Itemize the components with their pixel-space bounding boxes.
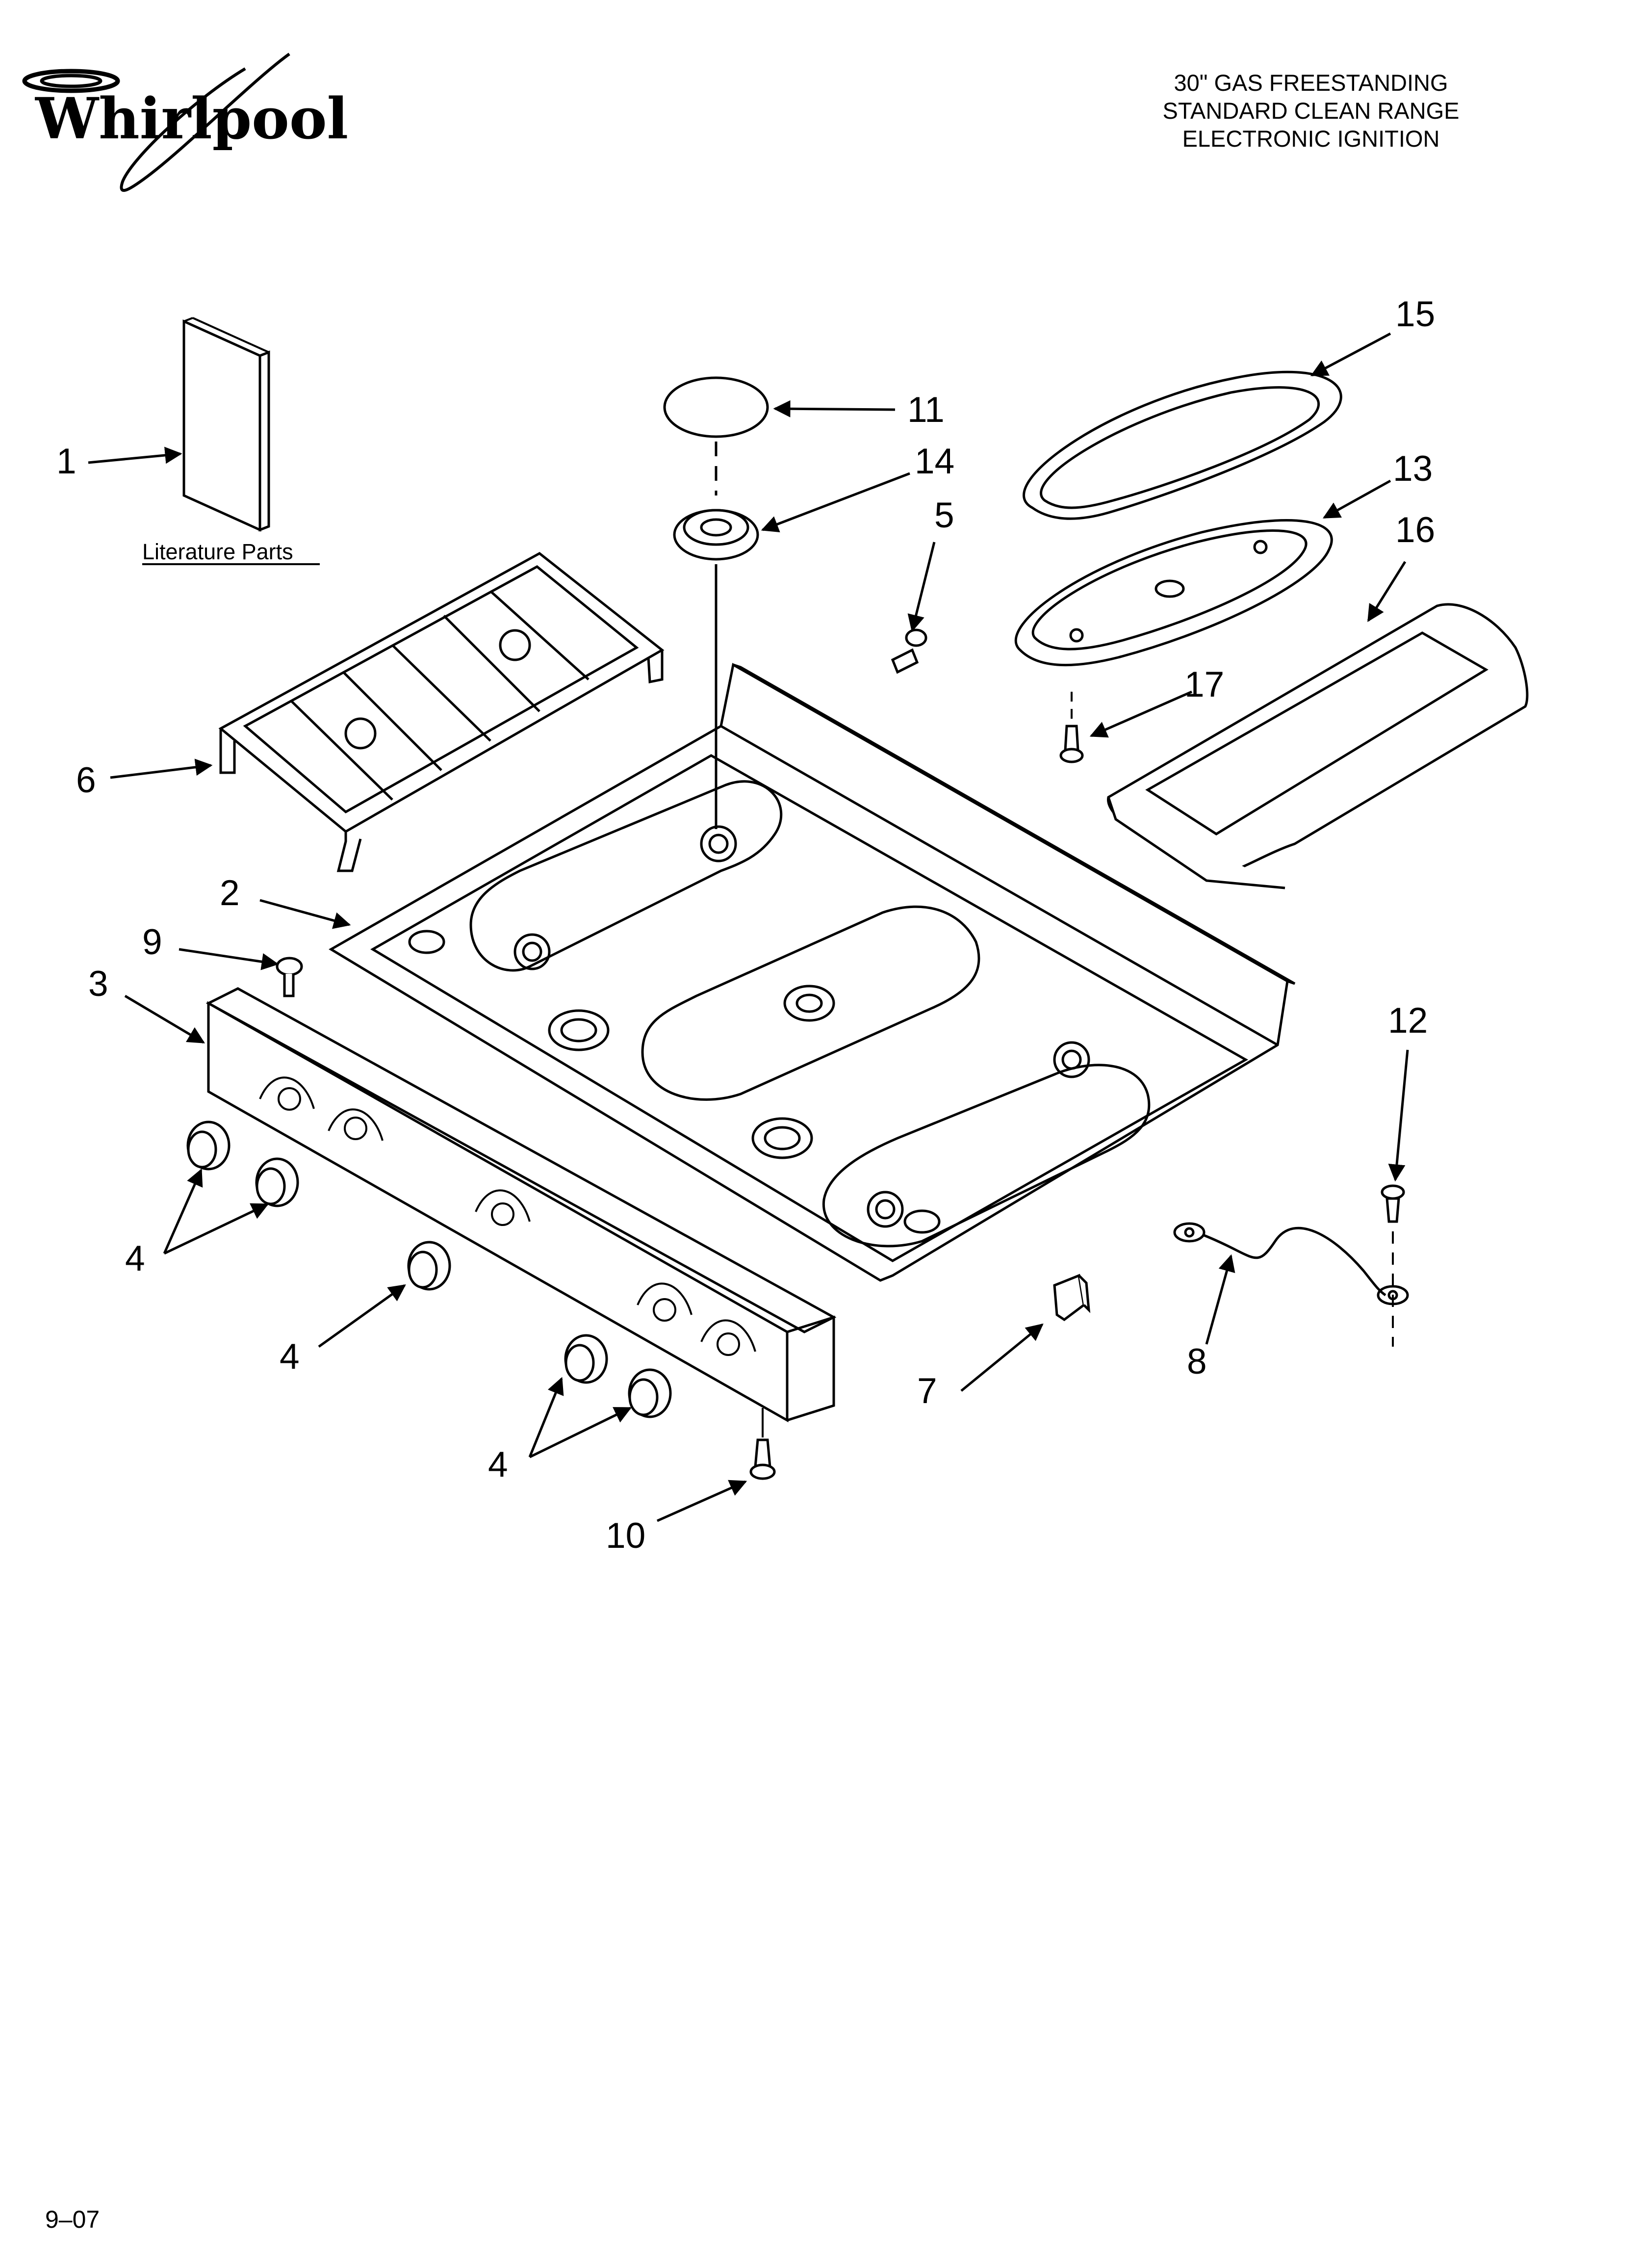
callout-7: 7 — [917, 1371, 937, 1411]
date-code: 9–07 — [45, 2206, 100, 2233]
callout-13: 13 — [1393, 449, 1433, 489]
callout-10: 10 — [606, 1516, 645, 1556]
callout-14: 14 — [915, 442, 954, 481]
callout-12: 12 — [1388, 1001, 1428, 1041]
callout-11: 11 — [907, 390, 945, 430]
callout-4a: 4 — [125, 1239, 145, 1278]
callout-8: 8 — [1187, 1342, 1207, 1382]
callout-15: 15 — [1395, 294, 1435, 334]
part-15-oval-gasket — [1023, 370, 1342, 520]
callout-4b: 4 — [280, 1337, 300, 1377]
callout-17: 17 — [1184, 665, 1224, 704]
part-3-control-panel — [205, 987, 837, 1423]
diagram-title: 30" GAS FREESTANDING STANDARD CLEAN RANG… — [1066, 69, 1556, 153]
part-17-screw — [1059, 725, 1084, 763]
part-9-plug-button — [276, 957, 303, 997]
part-6-burner-grate — [218, 552, 665, 872]
title-line-2: STANDARD CLEAN RANGE — [1162, 98, 1460, 124]
part-4-knob-4 — [564, 1334, 608, 1384]
callout-9: 9 — [142, 922, 162, 962]
part-10-screw — [749, 1438, 776, 1480]
part-16-griddle — [1107, 603, 1529, 889]
callout-leaders — [88, 332, 1409, 1522]
callout-4c: 4 — [488, 1445, 508, 1485]
title-line-1: 30" GAS FREESTANDING — [1174, 70, 1448, 96]
callout-16: 16 — [1395, 510, 1435, 550]
callout-numbers: 1 2 3 4 4 4 5 6 7 8 9 10 11 12 13 14 15 … — [56, 294, 1435, 1556]
part-1-literature-booklet — [182, 317, 270, 532]
part-2-cooktop — [329, 663, 1296, 1282]
callout-5: 5 — [934, 495, 954, 535]
callout-3: 3 — [88, 964, 108, 1004]
part-4-knob-5 — [628, 1368, 672, 1418]
callout-1: 1 — [56, 442, 77, 481]
part-7-clip — [1053, 1274, 1091, 1322]
callout-6: 6 — [76, 760, 96, 800]
title-line-3: ELECTRONIC IGNITION — [1182, 126, 1440, 152]
part-4-knob-1 — [186, 1121, 231, 1171]
part-11-burner-cap — [663, 376, 769, 438]
whirlpool-logo: Whirlpool — [22, 52, 348, 192]
part-4-knob-2 — [255, 1157, 299, 1207]
part-13-oval-burner — [1014, 519, 1333, 667]
brand-logo-text: Whirlpool — [34, 86, 348, 152]
part-5-screw — [891, 628, 927, 674]
part-4-knob-3 — [407, 1241, 451, 1291]
part-12-screw — [1381, 1184, 1405, 1223]
literature-parts-label: Literature Parts — [142, 539, 293, 564]
callout-2: 2 — [220, 873, 240, 913]
part-14-burner-head — [673, 509, 759, 561]
part-8-ground-wire — [1173, 1222, 1409, 1305]
